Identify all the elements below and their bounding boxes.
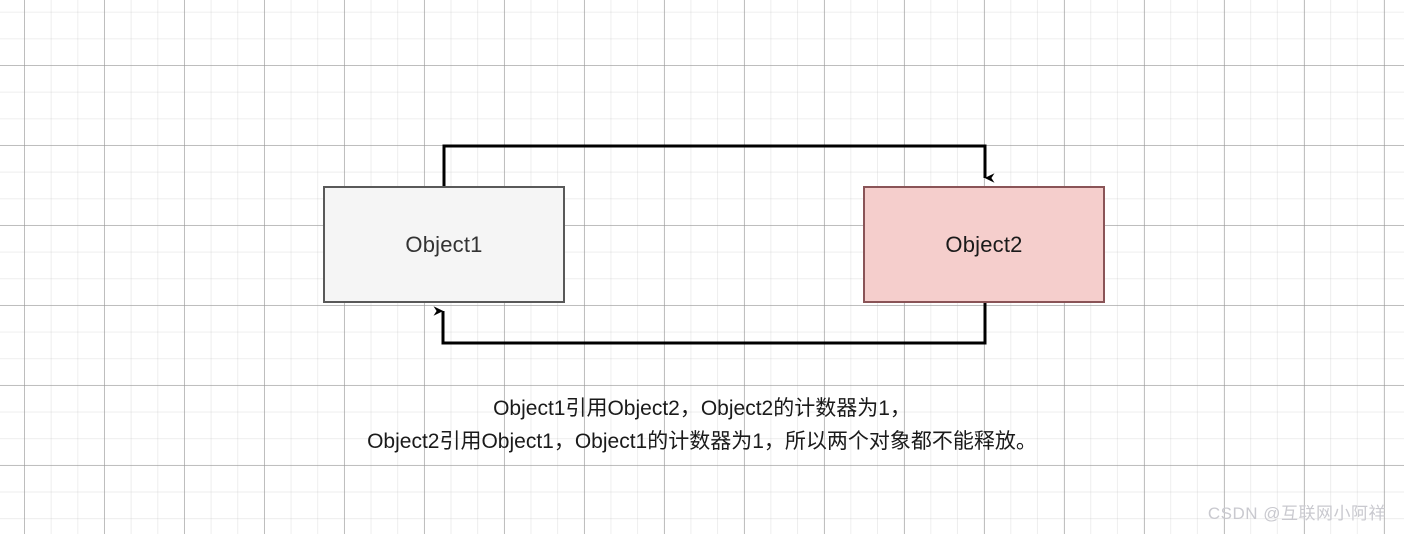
- node-object1[interactable]: Object1: [323, 186, 565, 303]
- watermark: CSDN @互联网小阿祥: [1207, 504, 1386, 523]
- caption-line-1: Object1引用Object2，Object2的计数器为1，: [493, 397, 911, 420]
- node-object2[interactable]: Object2: [863, 186, 1105, 303]
- diagram-caption: Object1引用Object2，Object2的计数器为1， Object2引…: [0, 392, 1404, 458]
- node-object2-label: Object2: [945, 231, 1023, 257]
- caption-line-2: Object2引用Object1，Object1的计数器为1，所以两个对象都不能…: [367, 430, 1037, 453]
- node-object1-label: Object1: [405, 231, 483, 257]
- edge-object1-to-object2: [442, 144, 995, 186]
- edge-object2-to-object1: [433, 303, 987, 345]
